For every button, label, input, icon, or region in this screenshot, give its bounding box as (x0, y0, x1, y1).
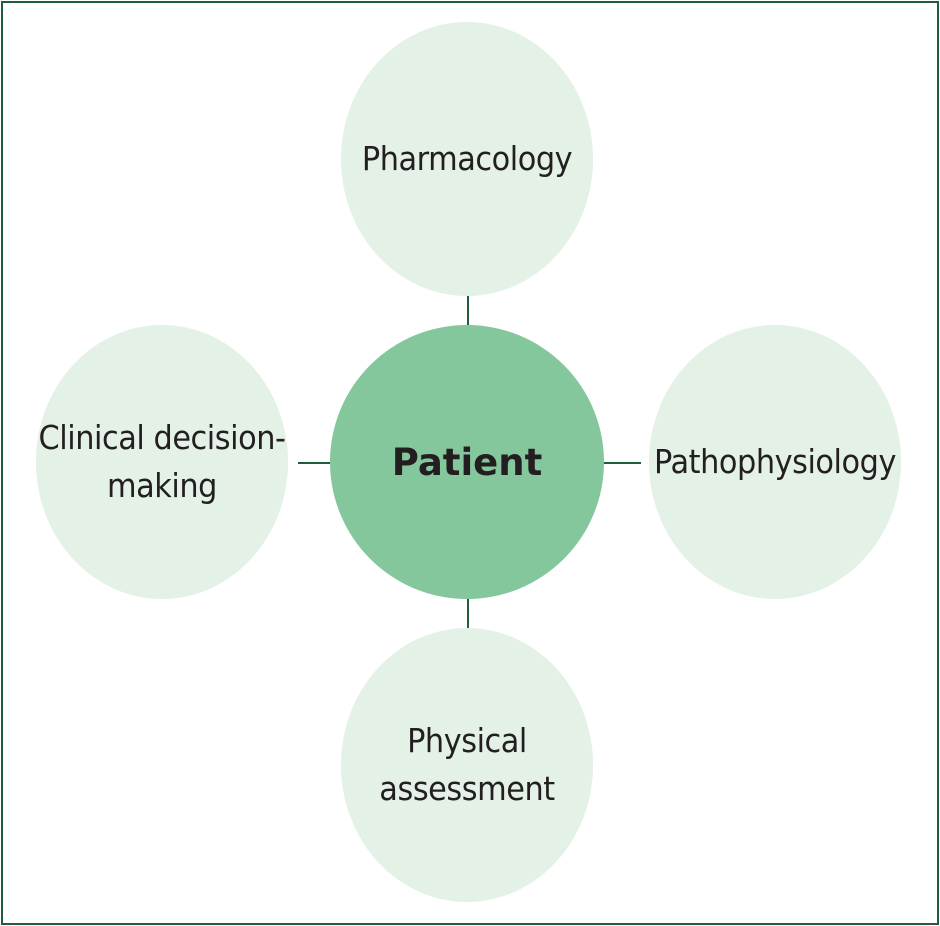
connector-right (603, 462, 641, 464)
connector-top (467, 294, 469, 326)
node-clinical-decision-making: Clinical decision- making (35, 325, 289, 599)
node-pharmacology: Pharmacology (340, 22, 594, 296)
node-physical-assessment-line-1: Physical (407, 721, 527, 760)
node-pharmacology-label: Pharmacology (361, 139, 573, 178)
node-clinical-decision-making-line-2: making (107, 466, 217, 505)
node-physical-assessment: Physical assessment (340, 628, 594, 902)
node-patient: Patient (330, 325, 604, 599)
connector-bottom (467, 598, 469, 630)
node-pathophysiology-label: Pathophysiology (654, 442, 896, 481)
node-pathophysiology: Pathophysiology (648, 325, 902, 599)
node-patient-label: Patient (391, 440, 543, 484)
connector-left (298, 462, 330, 464)
node-physical-assessment-line-2: assessment (379, 769, 555, 808)
node-clinical-decision-making-line-1: Clinical decision- (38, 418, 286, 457)
